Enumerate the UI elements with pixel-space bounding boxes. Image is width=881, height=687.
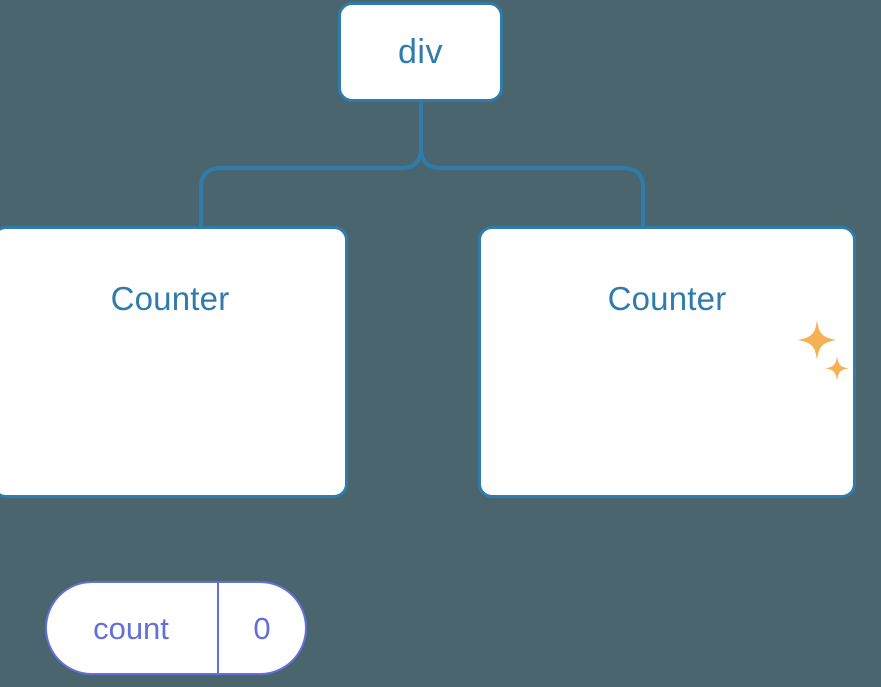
counter-right-title: Counter: [607, 280, 727, 317]
state-pill-count-left[interactable]: count 0: [45, 581, 307, 675]
state-key-label: count: [47, 583, 219, 673]
state-value-label: 0: [253, 610, 271, 646]
node-counter-right[interactable]: Counter count 1: [478, 226, 856, 498]
counter-left-title: Counter: [110, 280, 230, 317]
node-div-label: div: [398, 33, 443, 71]
edge-root-to-counter-right: [419, 147, 645, 228]
node-div[interactable]: div: [338, 2, 503, 102]
diagram-canvas: div Counter count 0 Counter count 1: [0, 2, 856, 675]
edge-root-to-counter-left: [199, 147, 423, 228]
node-counter-left[interactable]: Counter count 0: [0, 226, 348, 675]
